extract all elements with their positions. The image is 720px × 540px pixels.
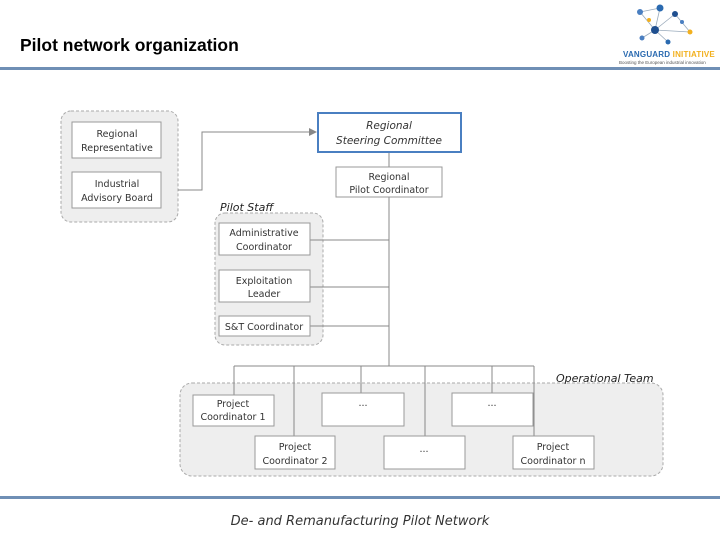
ellipsis-bottom-label: ... [419, 444, 428, 455]
regional-representative-line1: Regional [97, 129, 138, 140]
regional-representative-box: Regional Representative [71, 121, 162, 159]
footer-text: De- and Remanufacturing Pilot Network [230, 514, 490, 529]
project-coordinator-n-line1: Project [537, 442, 570, 453]
industrial-advisory-board-box: Industrial Advisory Board [71, 171, 162, 209]
regional-representative-line2: Representative [81, 143, 153, 154]
logo-tagline: Boosting the European industrial innovat… [619, 60, 706, 65]
exploitation-leader-line2: Leader [248, 289, 281, 300]
regional-pilot-coordinator-line1: Regional [369, 172, 410, 183]
ellipsis-top-1-label: ... [358, 398, 367, 409]
exploitation-leader-line1: Exploitation [236, 276, 293, 287]
regional-pilot-coordinator-line2: Pilot Coordinator [349, 185, 428, 196]
project-coordinator-1-box: Project Coordinator 1 [192, 394, 275, 427]
project-coordinator-1-line2: Coordinator 1 [200, 412, 265, 423]
administrative-coordinator-line2: Coordinator [236, 242, 292, 253]
ellipsis-top-2-box: ... [451, 392, 534, 427]
project-coordinator-n-box: Project Coordinator n [512, 435, 595, 470]
st-coordinator-label: S&T Coordinator [225, 322, 303, 333]
exploitation-leader-box: Exploitation Leader [218, 269, 311, 303]
st-coordinator-box: S&T Coordinator [218, 315, 311, 337]
administrative-coordinator-box: Administrative Coordinator [218, 222, 311, 256]
project-coordinator-2-line2: Coordinator 2 [262, 456, 327, 467]
regional-pilot-coordinator-box: Regional Pilot Coordinator [335, 166, 443, 198]
logo-name-part2: INITIATIVE [670, 50, 715, 59]
project-coordinator-1-line1: Project [217, 399, 250, 410]
industrial-advisory-board-line1: Industrial [95, 179, 140, 190]
logo-name-part1: VANGUARD [623, 50, 671, 59]
ellipsis-top-2-label: ... [487, 398, 496, 409]
project-coordinator-2-box: Project Coordinator 2 [254, 435, 336, 470]
pilot-staff-label: Pilot Staff [220, 201, 274, 214]
logo-wordmark: VANGUARD INITIATIVE [623, 50, 715, 59]
project-coordinator-n-line2: Coordinator n [521, 456, 586, 467]
footer-divider [0, 496, 720, 499]
operational-team-label: Operational Team [556, 372, 654, 385]
page-title: Pilot network organization [20, 35, 239, 55]
industrial-advisory-board-line2: Advisory Board [81, 193, 153, 204]
project-coordinator-2-line1: Project [279, 442, 312, 453]
ellipsis-bottom-box: ... [383, 435, 466, 470]
ellipsis-top-1-box: ... [321, 392, 405, 427]
regional-steering-committee-line1: Regional [366, 120, 412, 132]
administrative-coordinator-line1: Administrative [229, 228, 298, 239]
header-divider [0, 67, 720, 70]
regional-steering-committee-line2: Steering Committee [336, 135, 442, 147]
regional-steering-committee-box: Regional Steering Committee [317, 112, 462, 153]
